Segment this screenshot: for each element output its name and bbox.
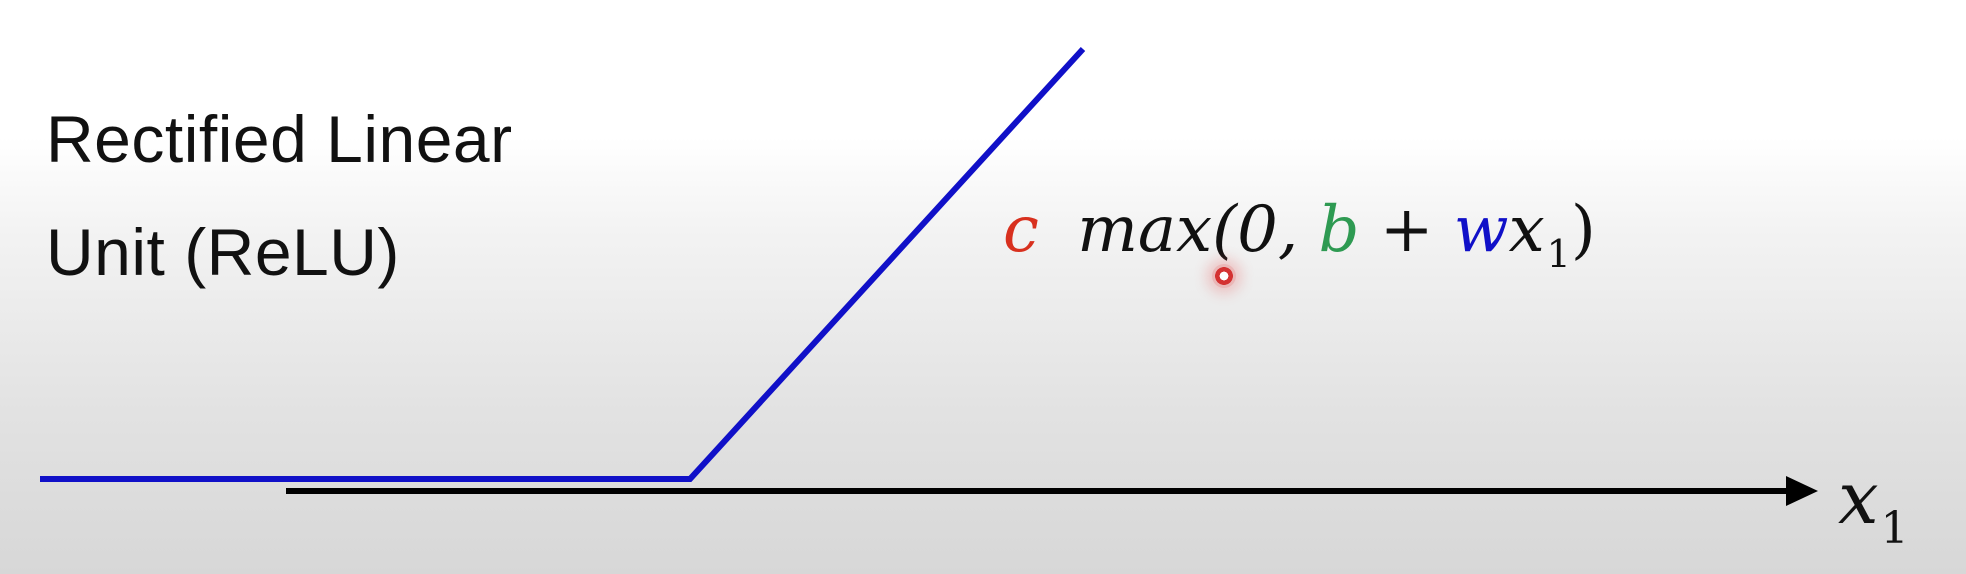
formula-max-open: max(0, — [1077, 193, 1319, 267]
relu-line — [40, 46, 1086, 482]
x-axis-label-subscript: 1 — [1880, 503, 1909, 554]
x-axis-label: x1 — [1838, 462, 1909, 551]
formula-close: ) — [1570, 193, 1596, 267]
formula-c: c — [1003, 193, 1039, 267]
relu-formula: c max(0, b + wx1) — [1003, 198, 1596, 273]
formula-w: w — [1453, 193, 1509, 267]
formula-b: b — [1318, 193, 1360, 267]
formula-plus: + — [1359, 193, 1454, 267]
formula-subscript: 1 — [1546, 232, 1571, 276]
cursor-pointer-icon — [1212, 264, 1236, 288]
title-line-2: Unit (ReLU) — [46, 215, 400, 289]
x-axis-label-x: x — [1838, 456, 1879, 540]
formula-max: max(0, — [1077, 193, 1318, 267]
formula-x: x — [1508, 193, 1545, 267]
arrowhead-icon — [1786, 476, 1818, 506]
title-line-1: Rectified Linear — [46, 102, 513, 176]
